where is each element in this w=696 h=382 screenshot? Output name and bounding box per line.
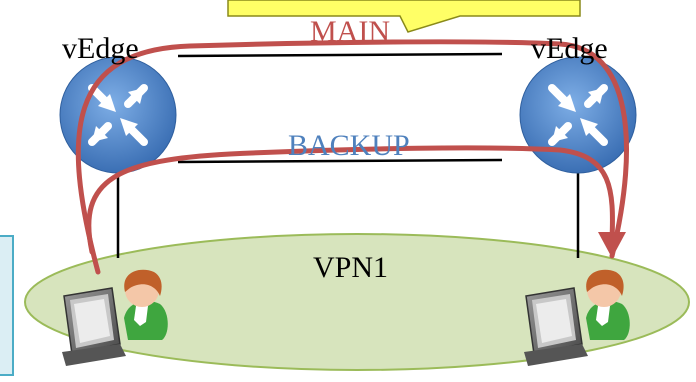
- main-path-label: MAIN: [310, 15, 390, 48]
- backup-path-label: BACKUP: [288, 129, 410, 162]
- backup-traffic-path: [86, 145, 615, 255]
- left-router-icon: [59, 56, 177, 174]
- callout-box: [227, 0, 581, 33]
- left-router-label: vEdge: [62, 32, 139, 65]
- main-link: [177, 52, 503, 58]
- path-arrowhead: [598, 232, 626, 258]
- right-user-workstation-icon: [524, 269, 630, 366]
- right-router-icon: [519, 56, 637, 174]
- side-info-box: [0, 235, 14, 376]
- vpn-cloud: [24, 233, 690, 371]
- main-traffic-path: [75, 39, 629, 275]
- vpn-label: VPN1: [313, 251, 388, 284]
- right-router-label: vEdge: [531, 32, 608, 65]
- left-user-workstation-icon: [62, 269, 168, 366]
- backup-link: [177, 158, 503, 164]
